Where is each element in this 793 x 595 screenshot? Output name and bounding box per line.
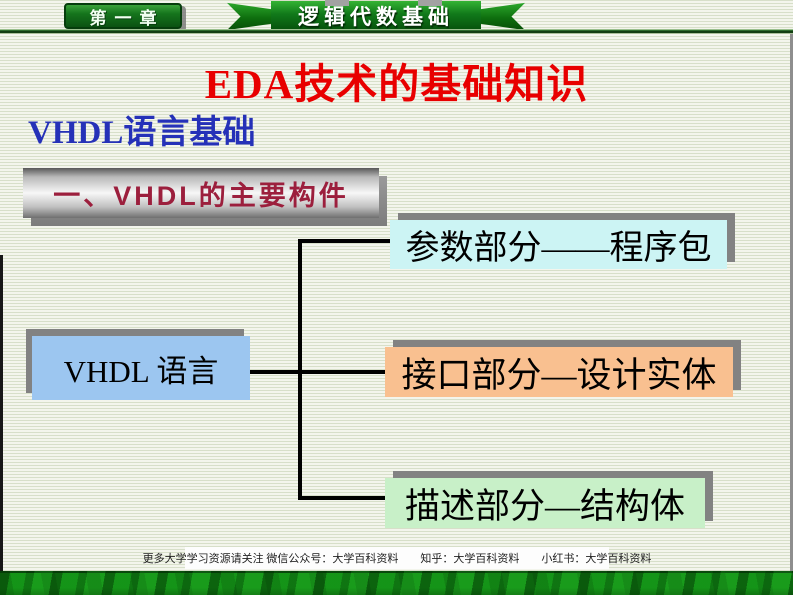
footer-leaf-band	[0, 571, 793, 595]
chapter-title: 逻辑代数基础	[271, 1, 481, 32]
ribbon-tab-left	[325, 0, 349, 6]
right-edge-strip	[790, 34, 793, 571]
branch-node-entity: 接口部分—设计实体	[385, 347, 733, 397]
connector-branch-bottom	[298, 496, 388, 500]
branch-node-architecture: 描述部分—结构体	[385, 478, 705, 528]
watermark: 更多大学学习资源请关注 微信公众号：大学百科资料 知乎：大学百科资料 小红书：大…	[143, 547, 651, 569]
chapter-badge: 第一章	[64, 3, 182, 29]
connector-branch-middle	[250, 370, 388, 374]
left-edge-strip	[0, 255, 3, 571]
section-banner: 一、VHDL的主要构件	[23, 168, 379, 218]
ribbon-tab-right	[418, 0, 442, 6]
connector-vertical	[298, 239, 302, 500]
slide-title: EDA技术的基础知识	[204, 61, 589, 107]
slide-subtitle: VHDL语言基础	[28, 115, 256, 151]
connector-branch-top	[298, 239, 392, 243]
branch-node-package: 参数部分——程序包	[390, 220, 727, 269]
header-divider	[0, 29, 793, 34]
chapter-title-ribbon: 逻辑代数基础	[227, 1, 525, 32]
root-node: VHDL 语言	[32, 336, 250, 400]
